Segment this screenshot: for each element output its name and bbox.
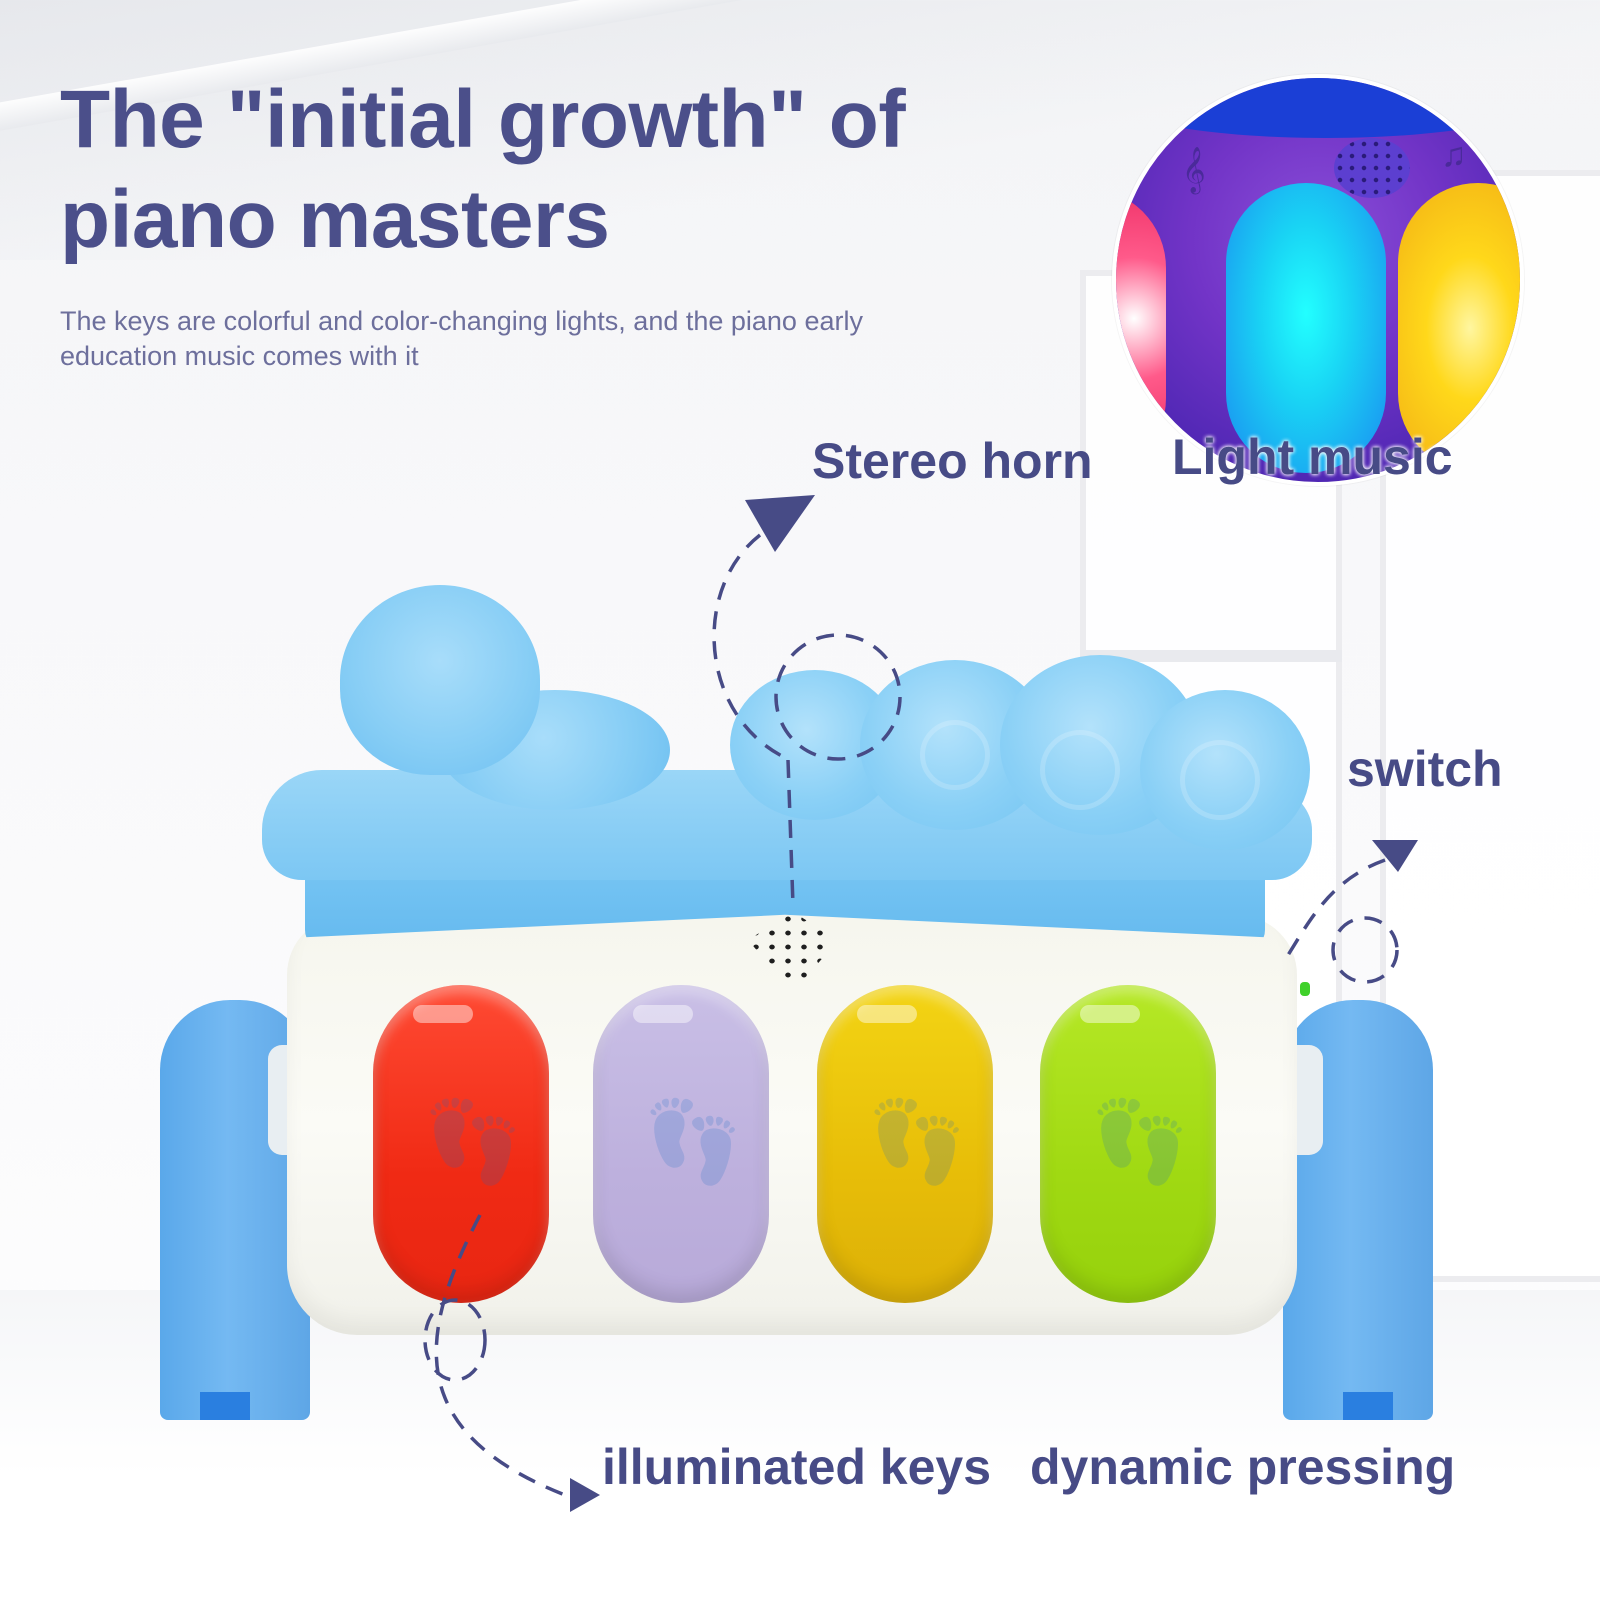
leg-notch: [1343, 1392, 1393, 1420]
inset-yellow-key: [1398, 183, 1520, 473]
inset-cyan-key: [1226, 183, 1386, 473]
stereo-target-circle: [774, 633, 902, 761]
footprint-icon: 👣: [1090, 1097, 1190, 1186]
monkey-figure-head: [340, 585, 540, 775]
page-title: The "initial growth" of piano masters: [60, 74, 906, 265]
illum-target-circle: [423, 1298, 487, 1382]
callout-switch: switch: [1347, 741, 1503, 797]
stereo-arrow-head-icon: [745, 495, 815, 552]
leg-notch: [200, 1392, 250, 1420]
switch-arrow-head-icon: [1372, 840, 1418, 872]
callout-stereo-horn: Stereo horn: [812, 433, 1093, 489]
treble-clef-icon: 𝄞: [1182, 148, 1206, 192]
piano-key-yellow[interactable]: 👣: [817, 985, 993, 1303]
switch-target-circle: [1331, 916, 1399, 984]
inset-pink-key: [1116, 188, 1166, 478]
switch-arrow-path: [1283, 858, 1386, 961]
page-subtitle: The keys are colorful and color-changing…: [60, 306, 863, 371]
callout-light-music: Light music: [1172, 429, 1453, 485]
cloud-swirl: [920, 720, 990, 790]
power-switch[interactable]: [1300, 982, 1310, 996]
cloud-swirl: [1180, 740, 1260, 820]
light-music-inset-image: 𝄞 ♫: [1112, 74, 1524, 486]
piano-key-green[interactable]: 👣: [1040, 985, 1216, 1303]
footprint-icon: 👣: [867, 1097, 967, 1186]
illum-arrow-path: [434, 1214, 566, 1497]
footprint-icon: 👣: [643, 1097, 743, 1186]
stereo-leader-line: [786, 759, 795, 906]
speaker-grille-icon: [1334, 138, 1410, 198]
callout-illuminated-keys: illuminated keys: [602, 1439, 992, 1495]
music-note-icon: ♫: [1441, 136, 1467, 174]
illum-arrow-head-icon: [570, 1478, 600, 1512]
footprint-icon: 👣: [423, 1097, 523, 1186]
callout-dynamic-pressing: dynamic pressing: [1030, 1439, 1456, 1495]
inset-top-panel: [1116, 78, 1520, 138]
window-bar: [1080, 650, 1342, 662]
stereo-arrow-path: [712, 533, 791, 762]
cloud-swirl: [1040, 730, 1120, 810]
piano-key-purple[interactable]: 👣: [593, 985, 769, 1303]
